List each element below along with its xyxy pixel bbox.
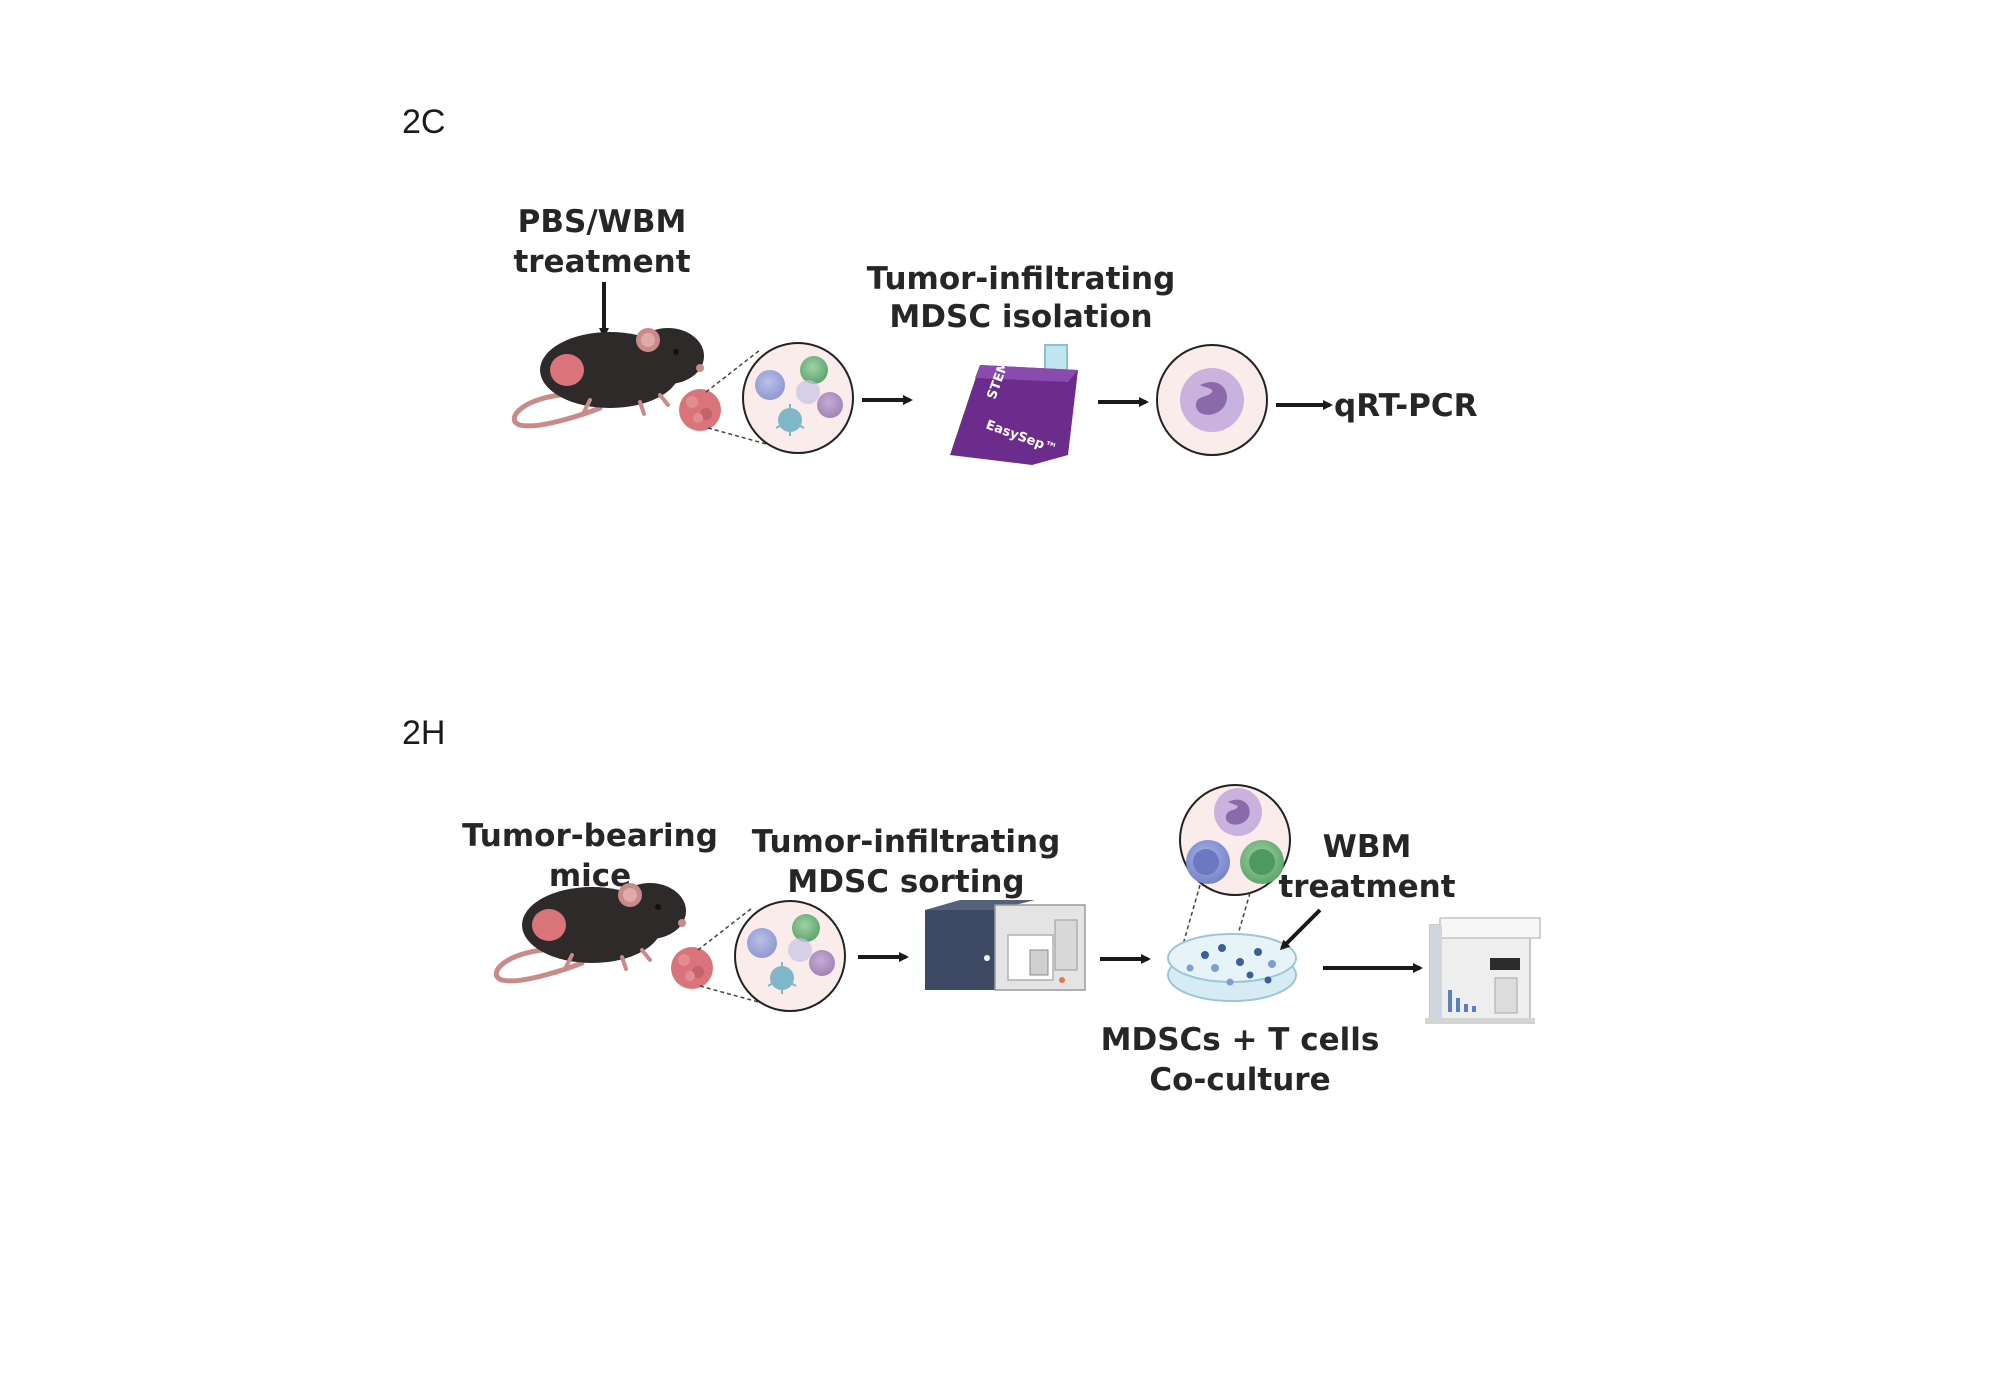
easysep-magnet-icon: STEMCELL EasySep™ [950, 326, 1078, 465]
sorting-label-line1: Tumor-infiltrating [752, 824, 1061, 860]
coculture-label-line2: Co-culture [1149, 1062, 1330, 1098]
sorting-label-line2: MDSC sorting [787, 864, 1024, 900]
petri-dish-icon [1167, 933, 1297, 1002]
wbm-treatment-arrow [1279, 908, 1322, 951]
mouse-icon [493, 883, 686, 984]
mdsc-cell-circle [1156, 344, 1268, 456]
isolation-label-line2: MDSC isolation [889, 299, 1152, 335]
flow-cytometer-icon [1425, 917, 1541, 1024]
tumor-icon [671, 947, 713, 989]
wbm-label-line1: WBM [1323, 829, 1412, 865]
zoom-line-bottom [707, 427, 771, 446]
zoom-line-right [1231, 892, 1251, 956]
tumor-cells-circle [734, 900, 846, 1012]
tumor-icon [679, 389, 721, 431]
zoom-line-top [705, 349, 761, 393]
coculture-label-line1: MDSCs + T cells [1101, 1022, 1380, 1058]
zoom-line-left [1179, 884, 1201, 956]
panel-2h-label: 2H [402, 714, 445, 752]
panel-2c-label: 2C [402, 103, 445, 141]
readout-label: qRT-PCR [1334, 388, 1478, 424]
mouse-icon [511, 328, 704, 429]
cell-sorter-icon [925, 900, 1086, 991]
tumor-on-mouse [550, 354, 584, 386]
treatment-label-line2: treatment [513, 244, 690, 280]
zoom-line-top [697, 907, 753, 951]
treatment-label-line1: PBS/WBM [518, 204, 687, 240]
coculture-cells-circle [1179, 784, 1291, 896]
isolation-label-line1: Tumor-infiltrating [867, 261, 1176, 297]
zoom-line-bottom [699, 985, 763, 1004]
mice-label-line1: Tumor-bearing [462, 818, 718, 854]
tumor-cells-circle [742, 342, 854, 454]
wbm-label-line2: treatment [1278, 869, 1455, 905]
